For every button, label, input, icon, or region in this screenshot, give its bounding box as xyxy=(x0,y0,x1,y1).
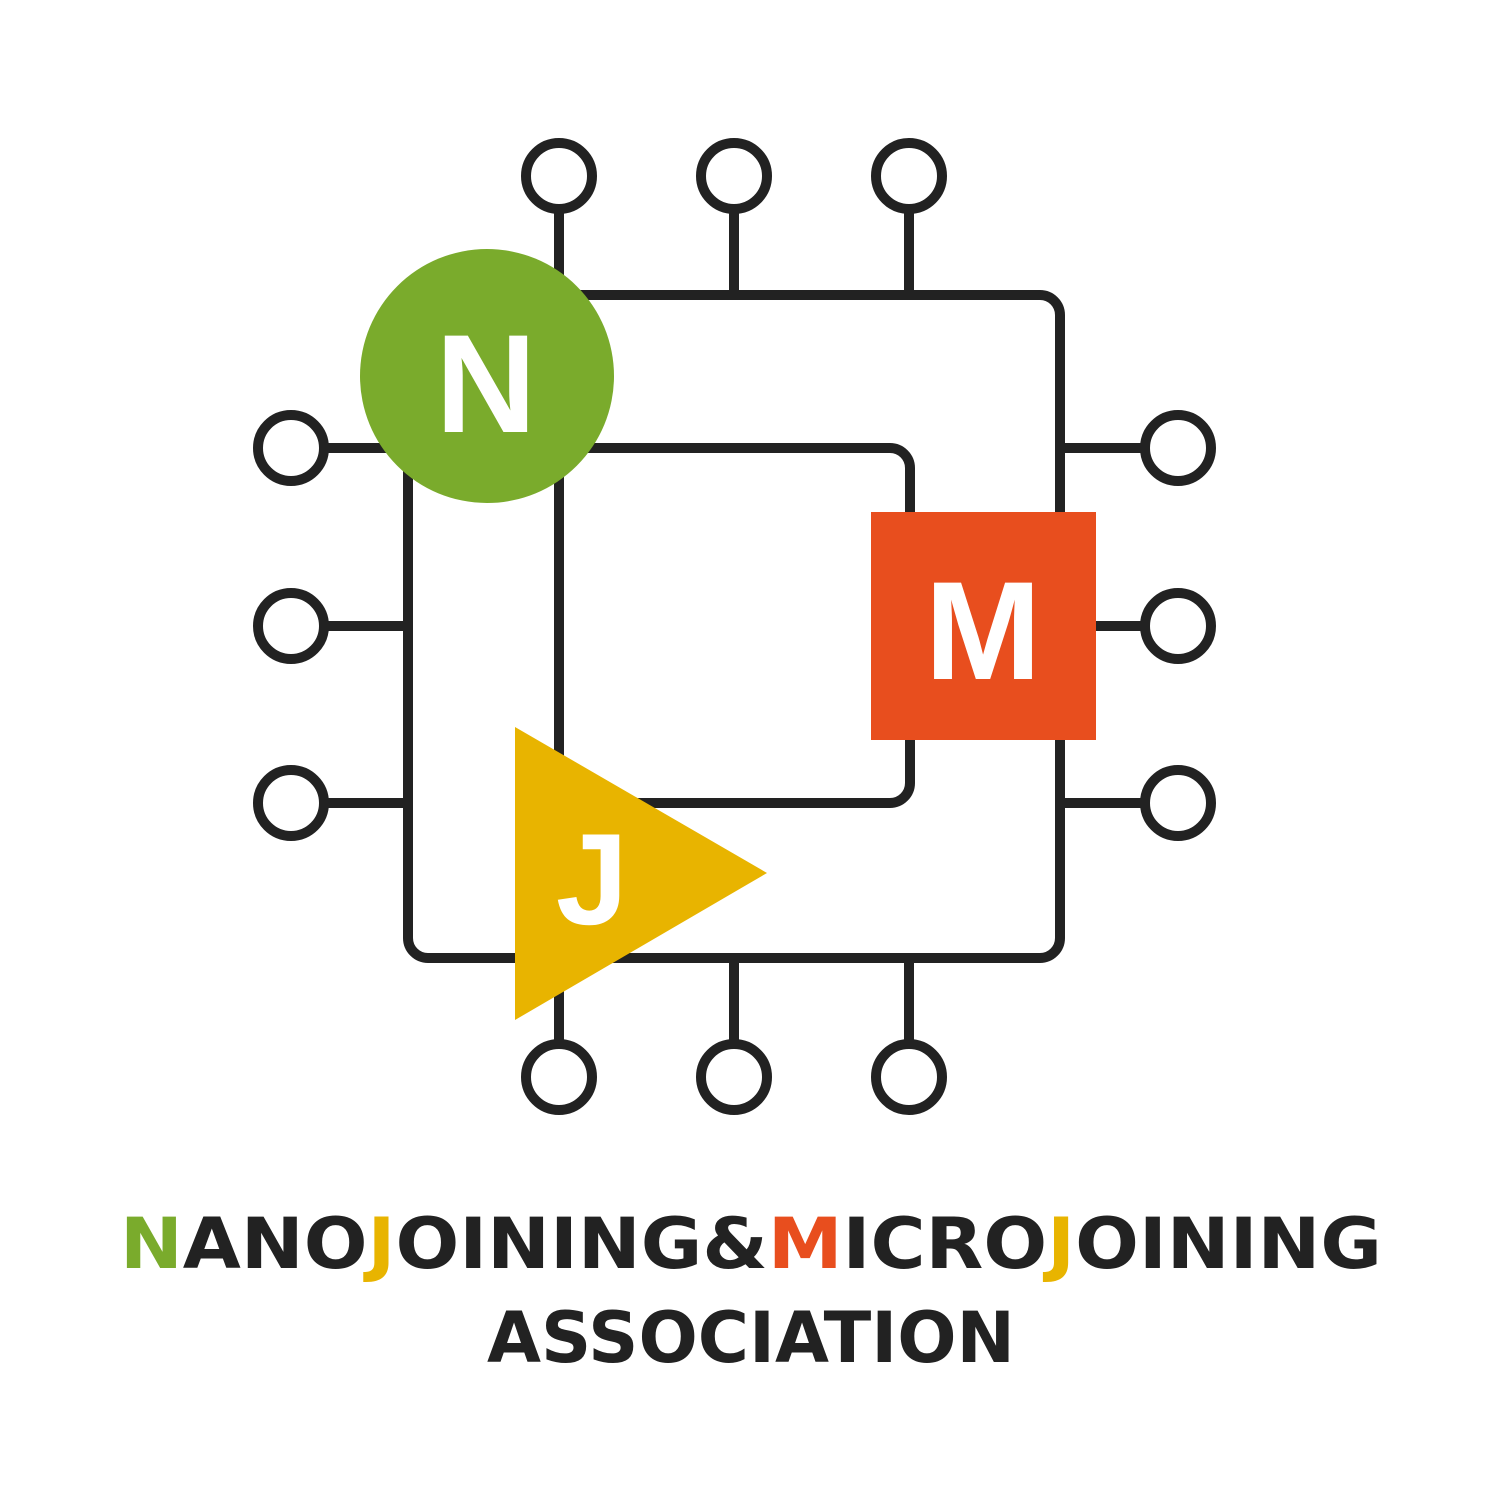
inner-chip-outline xyxy=(554,443,915,808)
badge-letter-j: J xyxy=(556,806,628,952)
wordmark-part: OINING xyxy=(395,1203,702,1285)
badge-letter-n: N xyxy=(435,305,536,462)
green-circle-badge: N xyxy=(360,249,614,503)
wordmark-part: J xyxy=(363,1203,395,1285)
yellow-triangle-badge: J xyxy=(515,727,767,1020)
wordmark-part: OINING xyxy=(1075,1203,1382,1285)
wordmark-part: N xyxy=(120,1203,183,1285)
wordmark-line-2: ASSOCIATION xyxy=(487,1297,1015,1379)
wordmark-part: ANO xyxy=(183,1203,368,1285)
badge-letter-m: M xyxy=(925,552,1042,709)
wordmark-part: ICRO xyxy=(843,1203,1048,1285)
wordmark-part: J xyxy=(1043,1203,1075,1285)
chip-diagram xyxy=(253,138,1216,1115)
pin-terminals xyxy=(253,138,1216,1115)
red-square-badge: M xyxy=(871,512,1096,740)
wordmark-part: & xyxy=(702,1203,767,1285)
wordmark-part: M xyxy=(768,1203,843,1285)
